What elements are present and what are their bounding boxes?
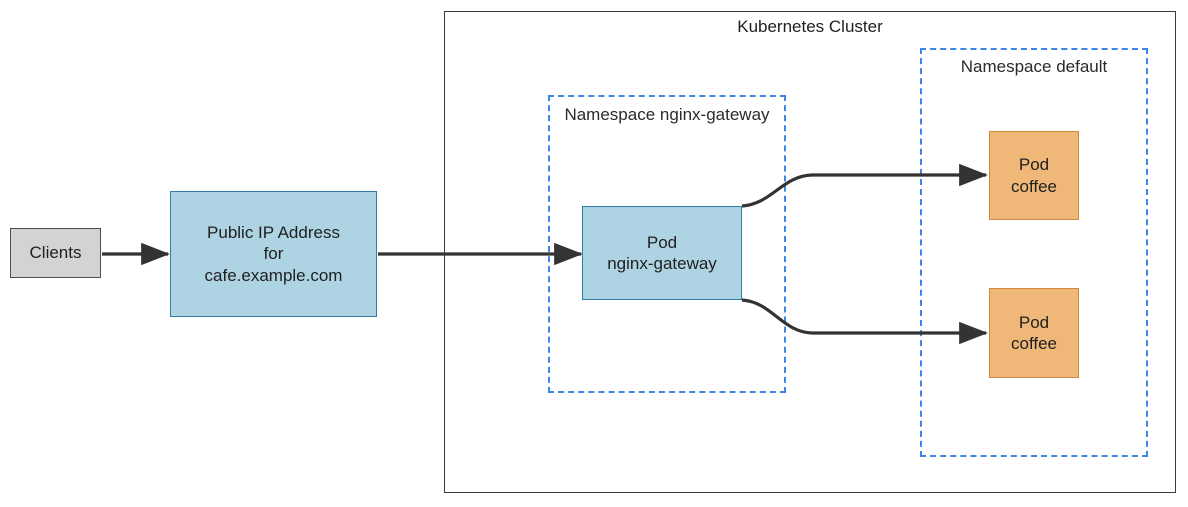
namespace-default-label-line2: default [1056, 57, 1108, 76]
node-public-ip-address[interactable]: Public IP Address for cafe.example.com [170, 191, 377, 317]
node-clients[interactable]: Clients [10, 228, 101, 278]
node-clients-label: Clients [29, 243, 82, 263]
namespace-nginx-gateway-label-line2: nginx-gateway [659, 105, 770, 124]
node-public-ip-label-line1: Public IP Address [207, 222, 340, 242]
namespace-default-title: Namespace default [919, 56, 1149, 78]
node-pod-nginx-gateway-label-line1: Pod [646, 232, 678, 252]
namespace-nginx-gateway-title: Namespace nginx-gateway [547, 104, 787, 126]
namespace-default-label-line1: Namespace [960, 57, 1052, 76]
kubernetes-cluster-title: Kubernetes Cluster [737, 17, 883, 36]
node-pod-coffee-top-label-line1: Pod [1018, 155, 1050, 175]
node-pod-nginx-gateway[interactable]: Pod nginx-gateway [582, 206, 742, 300]
node-pod-coffee-top-label-line2: coffee [1010, 176, 1057, 196]
node-public-ip-label-line2: for [263, 244, 284, 264]
node-pod-nginx-gateway-label-line2: nginx-gateway [607, 254, 717, 273]
namespace-nginx-gateway-label-line1: Namespace [564, 105, 656, 124]
node-pod-coffee-bottom-label-line2: coffee [1010, 334, 1057, 353]
namespace-default-box [920, 48, 1148, 457]
node-pod-coffee-bottom-label-line1: Pod [1018, 312, 1050, 332]
node-pod-coffee-top[interactable]: Pod coffee [989, 131, 1079, 220]
node-public-ip-label-line3: cafe.example.com [204, 265, 343, 285]
namespace-nginx-gateway-box [548, 95, 786, 393]
node-pod-coffee-bottom[interactable]: Pod coffee [989, 288, 1079, 378]
kubernetes-cluster-box [444, 11, 1176, 493]
